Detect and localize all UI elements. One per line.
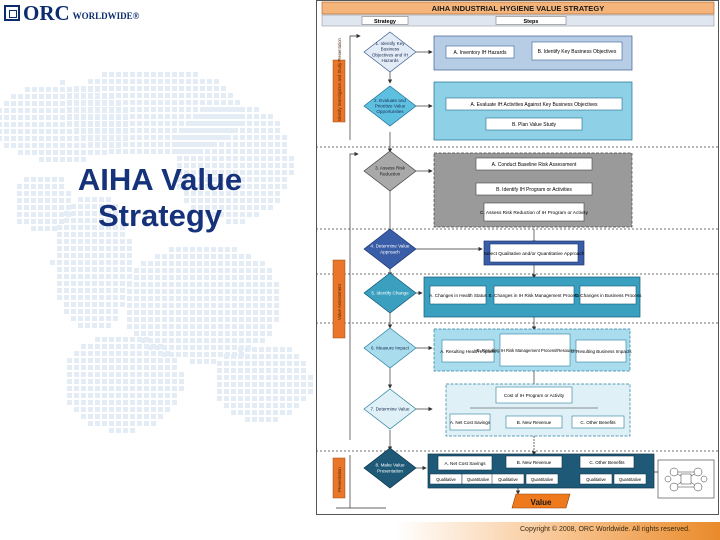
stage-2-step-a-box [445,97,623,111]
stage-6-step-b: B. Resulting IH Risk Management Process/… [477,348,593,353]
stage-8-sub-box [491,473,525,485]
stage-7-cost: Cost of IH Program or Activity [504,393,565,398]
logo-suffix: WORLDWIDE® [72,11,140,21]
diagram-title-bar [321,1,715,15]
stage-8-step-b-box [505,455,563,469]
stage-3-step-b-box [475,182,593,196]
diagram-title: AIHA INDUSTRIAL HYGIENE VALUE STRATEGY [432,4,605,13]
side-label-value-assessment: Value Assessment [337,283,342,320]
stage-7-step-c-box [571,415,625,429]
stage-6-step-c: C. Resulting Business Impacts [570,349,632,354]
stage-8-step-b: B. New Revenue [517,460,552,465]
stage-8-sub-label: Quantitative [531,477,554,482]
orc-logo: ORC WORLDWIDE® [4,0,140,25]
logo-name: ORC [23,0,70,25]
stage-3-step-a: A. Conduct Baseline Risk Assessment [492,162,577,168]
stage-8-step-a-box [437,455,493,471]
stage-8-sub-label: Quantitative [467,477,490,482]
strategy-diamond-label-7: 7. Determine Value [371,407,410,412]
stage-7-cost-box [495,386,573,404]
stage-6-step-a: A. Resulting Health Impacts [440,349,496,354]
copyright-text: Copyright © 2008, ORC Worldwide. All rig… [520,526,690,533]
strategy-diamond-label-6: 6. Measure Impact [371,346,410,351]
value-output [511,493,571,509]
strategy-diamond-1 [363,31,417,73]
side-label-presentation: Presentation [337,467,342,492]
strategy-header: Strategy [374,19,397,25]
stage-8-sub-label: Quantitative [619,477,642,482]
stage-7-step-c: C. Other Benefits [580,420,616,425]
strategy-diamond-5 [363,272,417,314]
stage-7-step-a: A. Net Cost Savings [450,420,491,425]
strategy-header-box [361,16,409,25]
stage-8-step-c: C. Other Benefits [589,460,625,465]
stage-5-step-c: C. Changes in Business Process [575,293,643,298]
stage-8-sub-boxes: Qualitative Quantitative Qualitative Quanti… [429,473,647,485]
stage-1-step-b-box [531,41,623,61]
stage-8-step-a: A. Net Cost Savings [444,461,486,466]
stage-5-step-a-box [429,285,487,305]
network-diagram-icon [657,459,715,499]
stage-4-step: Select Qualitative and/or Quantitative A… [484,251,585,257]
stage-6-step-c-box [575,339,627,363]
stage-5-step-b-box [493,285,575,305]
stage-2-step-b: B. Plan Value Study [512,122,557,128]
stage-8-sub-box [579,473,613,485]
side-bar-value-assessment [332,259,346,339]
stage-8-step-c-box [579,455,635,469]
stage-7-step-b: B. New Revenue [517,420,552,425]
slide-title: AIHA Value Strategy [77,162,243,233]
stage-4-step-box [489,243,579,263]
stage-6-step-b-box [499,333,571,367]
stage-3-step-b: B. Identify IH Program or Activities [496,187,572,193]
section-separators [316,146,720,452]
stage-3-step-c-box [483,202,585,222]
strategy-diamond-6 [363,327,417,369]
value-strategy-diagram: AIHA INDUSTRIAL HYGIENE VALUE STRATEGY S… [316,0,720,516]
stage-2-group [433,81,633,141]
footer-bar [0,522,720,540]
strategy-diamond-3 [363,150,417,192]
stage-5-step-a: A. Changes in Health Status [429,293,487,298]
stage-1-step-a: A. Inventory IH Hazards [453,50,507,56]
strategy-diamond-2 [363,85,417,127]
world-map-background [0,72,313,433]
stage-8-sub-label: Qualitative [436,477,456,482]
stage-3-step-c: C. Assess Risk Reduction of IH Program o… [480,210,589,216]
orc-logo-mark-icon [4,5,20,21]
stage-7-step-a-box [449,413,491,431]
stage-5-step-c-box [579,285,637,305]
strategy-diamond-8 [363,447,417,489]
stage-5-step-b: B. Changes in IH Risk Management Process [489,293,581,298]
side-bar-identify [332,59,346,123]
stage-1-step-b: B. Identify Key Business Objectives [538,49,617,55]
stage-8-sub-box [613,473,647,485]
stage-8-sub-label: Qualitative [586,477,606,482]
stage-2-step-b-box [485,117,583,131]
stage-1-step-a-box [445,45,515,59]
side-bar-presentation [332,457,346,499]
value-label: Value [531,498,552,507]
stage-7-step-b-box [505,415,563,429]
strategy-diamond-label-5: 5. Identify Change [371,291,409,296]
steps-header-box [495,16,567,25]
steps-header: Steps [524,19,539,25]
stage-3-step-a-box [475,157,593,171]
stage-8-sub-label: Qualitative [498,477,518,482]
strategy-diamond-7 [363,388,417,430]
stage-6-step-a-box [441,339,495,363]
stage-8-sub-box [525,473,559,485]
side-label-identify: Identify Investigation and Study Present… [337,37,342,121]
feedback-loops [349,33,361,508]
diagram-canvas: AIHA INDUSTRIAL HYGIENE VALUE STRATEGY S… [316,0,720,515]
stage-2-step-a: A. Evaluate IH Activities Against Key Bu… [470,102,598,108]
strategy-diamond-4 [363,228,417,270]
